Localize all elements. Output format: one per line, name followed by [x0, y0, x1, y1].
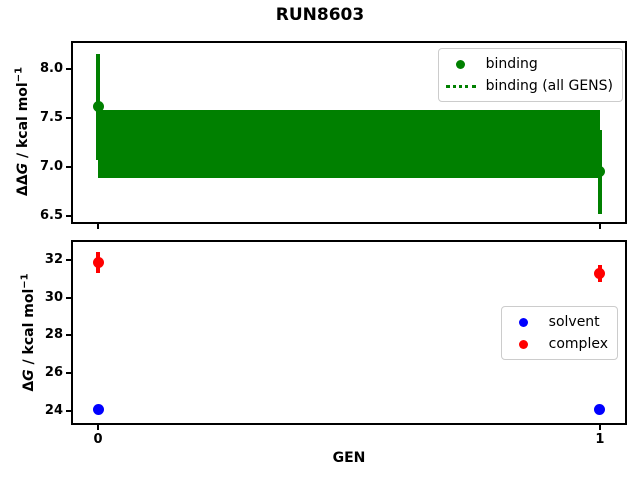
x-tick-mark [97, 224, 100, 229]
legend-label-complex: complex [548, 336, 608, 352]
top-ylabel-prefix: ΔΔ [15, 174, 32, 197]
top-ylabel: ΔΔG / kcal mol−1 [11, 47, 32, 217]
solvent-marker-icon [519, 317, 529, 327]
binding-point-gen1 [594, 166, 606, 178]
free-energy-plot-axes: solvent complex 32 30 28 26 24 0 1 [45, 240, 627, 447]
figure-title: RUN8603 [275, 5, 365, 25]
bottom-ylabel: ΔG / kcal mol−1 [17, 248, 38, 418]
binding-point-gen0 [92, 101, 104, 113]
x-tick-mark [598, 224, 601, 229]
bottom-ylabel-exponent: −1 [19, 273, 31, 289]
bottom-ylabel-prefix: Δ [21, 380, 38, 392]
x-axis-label: GEN [332, 450, 366, 466]
legend-swatch-wrap [507, 339, 541, 349]
x-tick-label: 1 [595, 432, 605, 447]
legend-entry-solvent: solvent [507, 311, 608, 333]
dotted-line-icon [445, 84, 476, 88]
y-tick-label: 26 [44, 365, 63, 381]
legend-swatch-wrap [444, 84, 478, 88]
complex-point-gen1 [594, 267, 606, 279]
x-tick-mark [598, 425, 601, 430]
all-gens-mean-line [98, 143, 600, 146]
x-tick-label: 0 [93, 432, 103, 447]
top-ylabel-symbol: G [15, 162, 32, 175]
legend-entry-binding-all-gens: binding (all GENS) [444, 75, 613, 97]
solvent-point-gen1 [594, 403, 606, 415]
y-tick-label: 6.5 [39, 208, 63, 224]
y-tick-mark [66, 334, 71, 337]
y-tick-label: 7.5 [39, 109, 63, 125]
legend-entry-binding: binding [444, 53, 613, 75]
bottom-ylabel-units: / kcal mol [21, 288, 38, 370]
bottom-ylabel-symbol: G [21, 369, 38, 381]
binding-plot-axes: binding binding (all GENS) 8.0 7.5 7.0 6.5 [40, 41, 627, 229]
complex-marker-icon [519, 339, 529, 349]
solvent-point-gen0 [92, 403, 104, 415]
y-tick-mark [66, 296, 71, 299]
legend-label-solvent: solvent [548, 314, 600, 330]
legend-swatch-wrap [507, 317, 541, 327]
y-tick-label: 28 [44, 327, 63, 343]
y-tick-label: 24 [44, 402, 63, 418]
y-tick-mark [66, 409, 71, 412]
binding-marker-icon [456, 59, 466, 69]
legend-entry-complex: complex [507, 333, 608, 355]
free-energy-legend: solvent complex [500, 306, 618, 360]
y-tick-mark [66, 372, 71, 375]
legend-label-binding: binding [485, 56, 538, 72]
y-tick-label: 8.0 [39, 60, 63, 76]
top-ylabel-units: / kcal mol [15, 82, 32, 163]
y-tick-mark [66, 215, 71, 218]
complex-point-gen0 [92, 257, 104, 269]
y-tick-label: 30 [44, 289, 63, 305]
legend-swatch-wrap [444, 59, 478, 69]
top-ylabel-exponent: −1 [13, 66, 25, 83]
y-tick-mark [66, 116, 71, 119]
y-tick-mark [66, 258, 71, 261]
y-tick-label: 32 [44, 251, 63, 267]
y-tick-mark [66, 67, 71, 70]
binding-legend: binding binding (all GENS) [437, 48, 623, 102]
legend-label-binding-all-gens: binding (all GENS) [485, 78, 613, 94]
y-tick-label: 7.0 [39, 158, 63, 174]
y-tick-mark [66, 165, 71, 168]
x-tick-mark [97, 425, 100, 430]
